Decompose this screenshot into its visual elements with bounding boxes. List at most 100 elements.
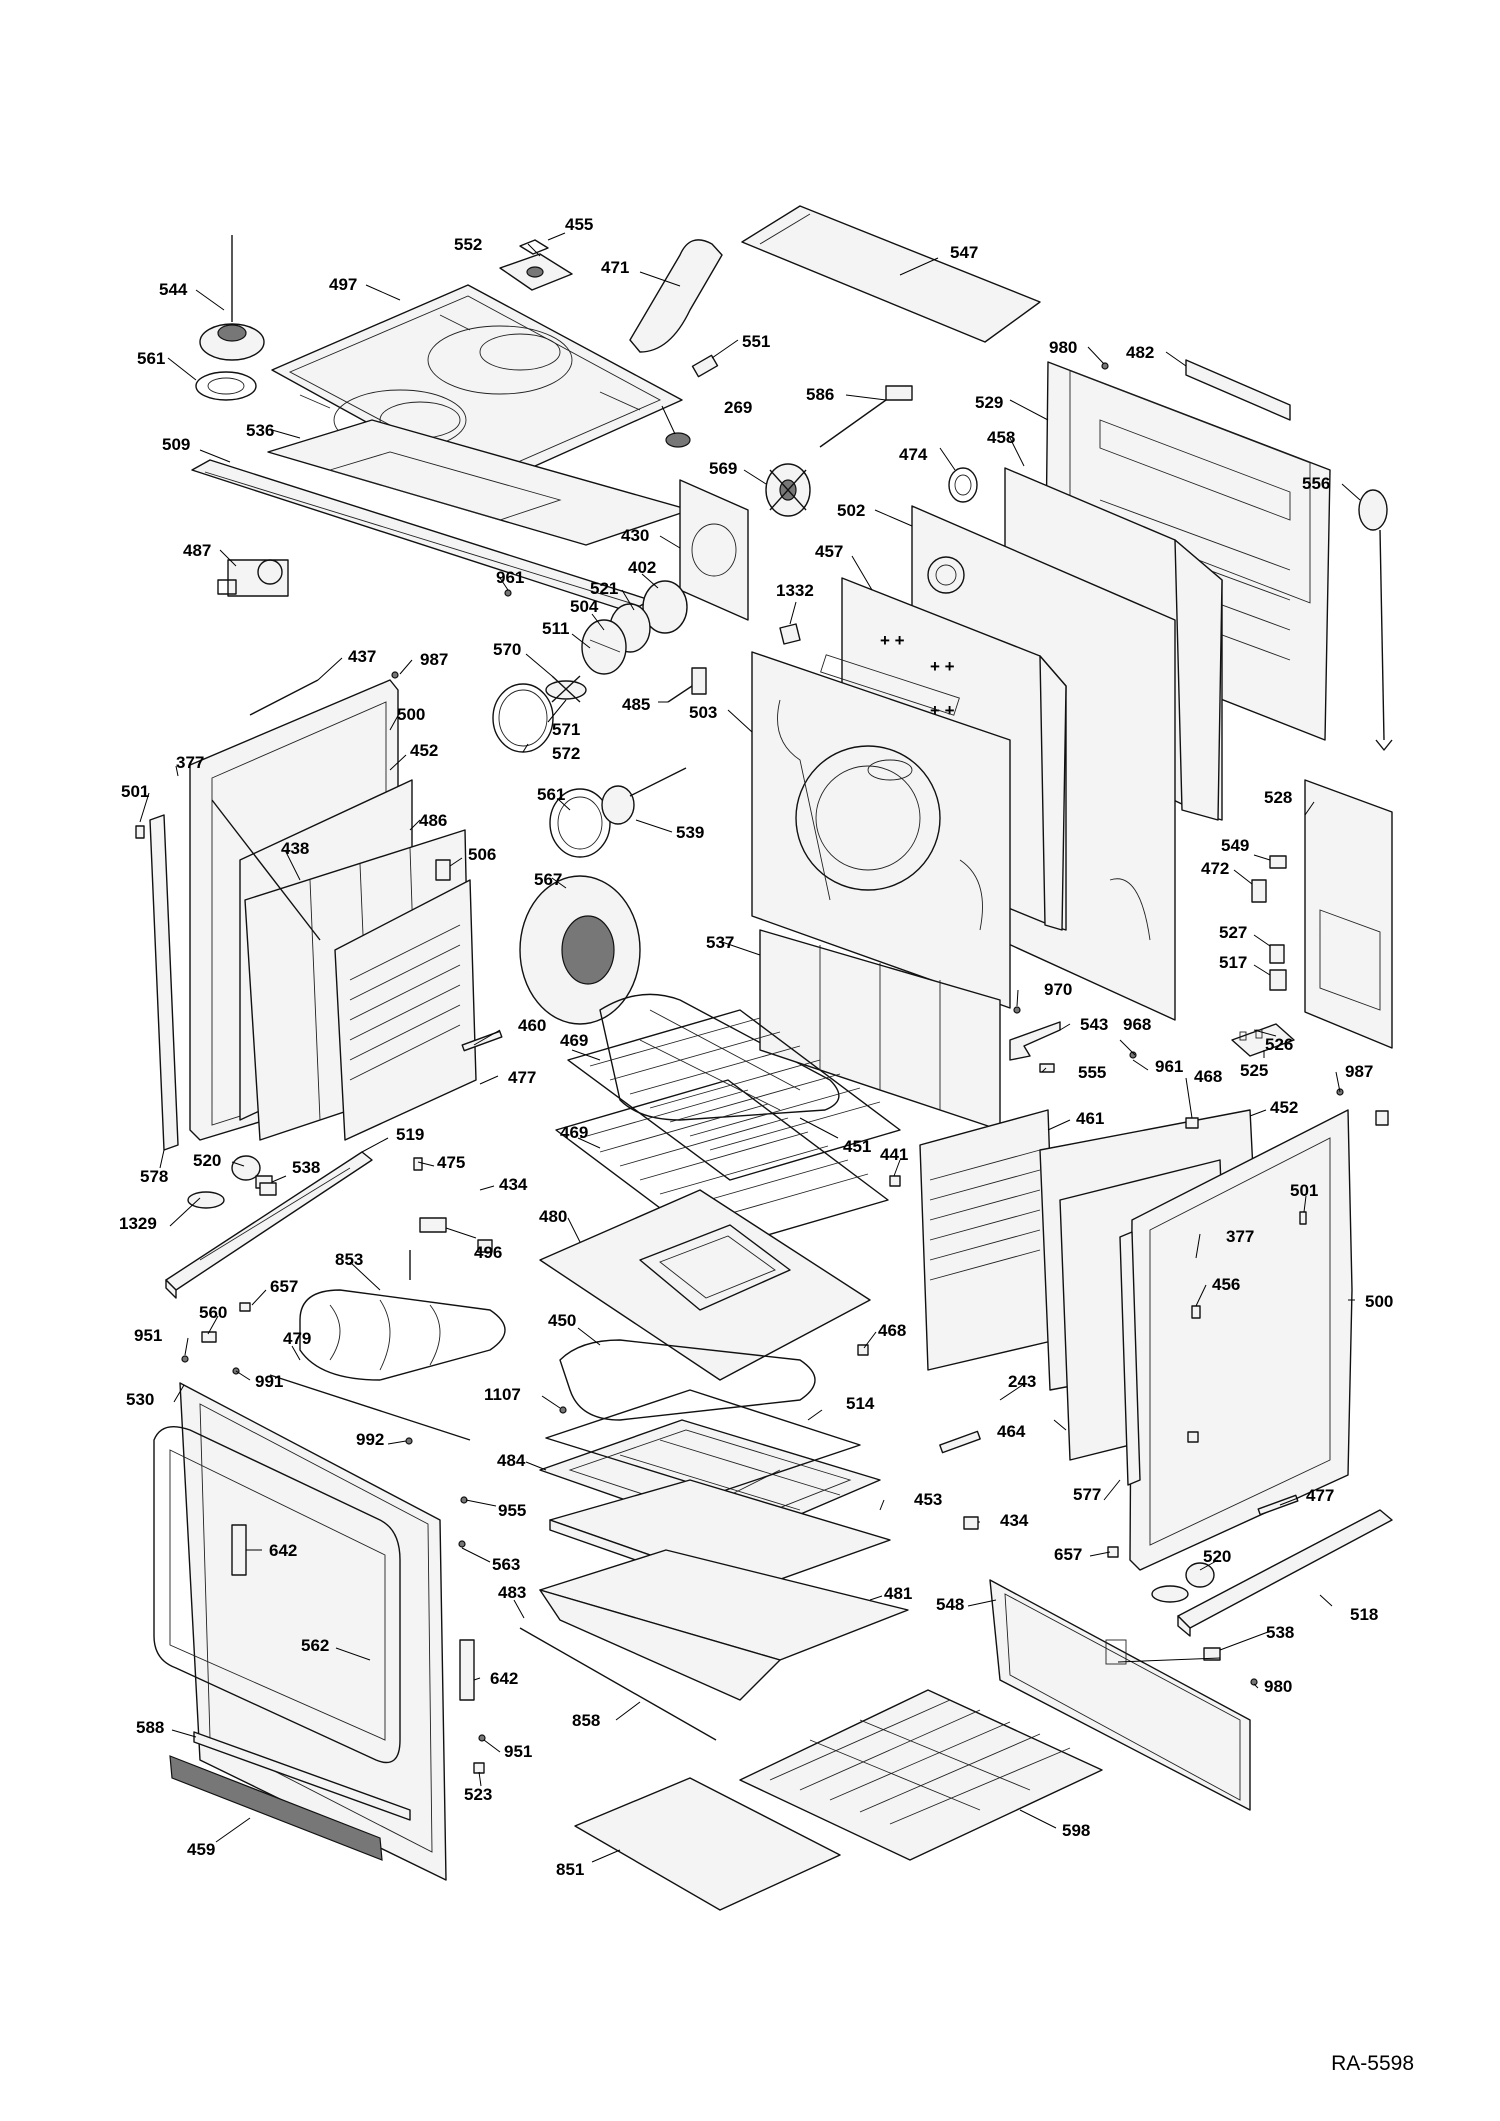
callout-434-mid: 434: [499, 1175, 528, 1194]
callout-951-left: 951: [134, 1326, 162, 1345]
spacer-538-left: [259, 1182, 277, 1196]
callout-642-door: 642: [269, 1541, 297, 1560]
callout-430: 430: [621, 526, 649, 545]
sensor-485: [667, 667, 707, 703]
callout-525: 525: [1240, 1061, 1268, 1080]
callout-561-mid: 561: [537, 785, 565, 804]
callout-485: 485: [622, 695, 650, 714]
callout-471: 471: [601, 258, 629, 277]
callout-451: 451: [843, 1137, 871, 1156]
callout-980-bottom: 980: [1264, 1677, 1292, 1696]
callout-484: 484: [497, 1451, 526, 1470]
side-bracket-528: [1304, 779, 1393, 1049]
hinge-channel-519: [165, 1151, 373, 1299]
bottom-panel-851: [574, 1777, 841, 1911]
leader-lines: [139, 232, 1361, 1863]
callout-961-top: 961: [496, 568, 524, 587]
wire-479: [269, 1374, 471, 1441]
callout-858: 858: [572, 1711, 600, 1730]
callout-980-top: 980: [1049, 338, 1077, 357]
thermostat-586: [819, 385, 913, 448]
callout-460: 460: [518, 1016, 546, 1035]
side-panel-500-right: [1129, 1109, 1353, 1571]
svg-text:+ +: + +: [880, 631, 905, 650]
callout-970: 970: [1044, 980, 1072, 999]
callout-968: 968: [1123, 1015, 1151, 1034]
callout-487: 487: [183, 541, 211, 560]
bake-element-450: [559, 1339, 816, 1421]
callout-549: 549: [1221, 836, 1249, 855]
callout-450: 450: [548, 1311, 576, 1330]
callout-569: 569: [709, 459, 737, 478]
callout-509: 509: [162, 435, 190, 454]
bracket-543: [1009, 1021, 1061, 1061]
callout-269: 269: [724, 398, 752, 417]
callout-511: 511: [542, 619, 569, 638]
screw-hardware: [181, 589, 1389, 1774]
callout-1107: 1107: [484, 1385, 521, 1404]
callout-530: 530: [126, 1390, 154, 1409]
callout-987-top: 987: [420, 650, 448, 669]
hinge-642-right: [459, 1639, 475, 1701]
clip-501-left: [135, 825, 145, 839]
broil-element-853: [299, 1250, 506, 1381]
callout-991: 991: [255, 1372, 283, 1391]
drawing-reference-code: RA-5598: [1331, 2052, 1414, 2075]
top-plate-small: [499, 239, 573, 291]
callout-642-right: 642: [490, 1669, 518, 1688]
callout-853: 853: [335, 1250, 363, 1269]
top-insulation-sheet: [741, 205, 1041, 343]
callout-457: 457: [815, 542, 843, 561]
callout-955: 955: [498, 1501, 526, 1520]
callout-labels: 455 552 547 471 544 497 551 980 482 561 …: [119, 215, 1393, 1879]
callout-464: 464: [997, 1422, 1026, 1441]
door-trim-588: [193, 1731, 411, 1821]
oven-back-liner-503: [751, 651, 1011, 1009]
callout-552: 552: [454, 235, 482, 254]
rack-support-461: [919, 1109, 1057, 1371]
callout-551: 551: [742, 332, 770, 351]
callout-577: 577: [1073, 1485, 1101, 1504]
callout-506: 506: [468, 845, 496, 864]
callout-563: 563: [492, 1555, 520, 1574]
callout-547: 547: [950, 243, 978, 262]
rod-858: [519, 1627, 717, 1741]
callout-571: 571: [552, 720, 580, 739]
callout-527: 527: [1219, 923, 1247, 942]
motor-539: [601, 767, 687, 825]
callout-456: 456: [1212, 1275, 1240, 1294]
callout-523: 523: [464, 1785, 492, 1804]
burner-ring-gasket: [195, 371, 257, 401]
gas-valve-487: [217, 559, 289, 597]
callout-556: 556: [1302, 474, 1330, 493]
callout-528: 528: [1264, 788, 1292, 807]
callout-469-upper: 469: [560, 1031, 588, 1050]
fan-blades-group: [545, 580, 688, 703]
hinge-642-door: [231, 1524, 247, 1576]
callout-469-lower: 469: [560, 1123, 588, 1142]
callout-377-top: 377: [176, 753, 204, 772]
vent-trim-459: [169, 1755, 383, 1861]
callout-474: 474: [899, 445, 928, 464]
callout-517: 517: [1219, 953, 1247, 972]
convection-fan-567: [519, 875, 641, 1025]
callout-562: 562: [301, 1636, 329, 1655]
callout-437: 437: [348, 647, 376, 666]
callout-598: 598: [1062, 1821, 1090, 1840]
callout-538-left: 538: [292, 1158, 320, 1177]
wire-437: [249, 679, 319, 716]
terminal-block-556: [1358, 489, 1393, 751]
callout-461: 461: [1076, 1109, 1104, 1128]
callout-544: 544: [159, 280, 188, 299]
callout-657-right: 657: [1054, 1545, 1082, 1564]
callout-1329: 1329: [119, 1214, 157, 1233]
door-window-frame: [153, 1426, 401, 1764]
callout-459: 459: [187, 1840, 215, 1859]
callout-537: 537: [706, 933, 734, 952]
callout-453: 453: [914, 1490, 942, 1509]
callout-434-right: 434: [1000, 1511, 1029, 1530]
callout-458: 458: [987, 428, 1015, 447]
callout-520-left: 520: [193, 1151, 221, 1170]
callout-504: 504: [570, 597, 599, 616]
callout-438: 438: [281, 839, 309, 858]
